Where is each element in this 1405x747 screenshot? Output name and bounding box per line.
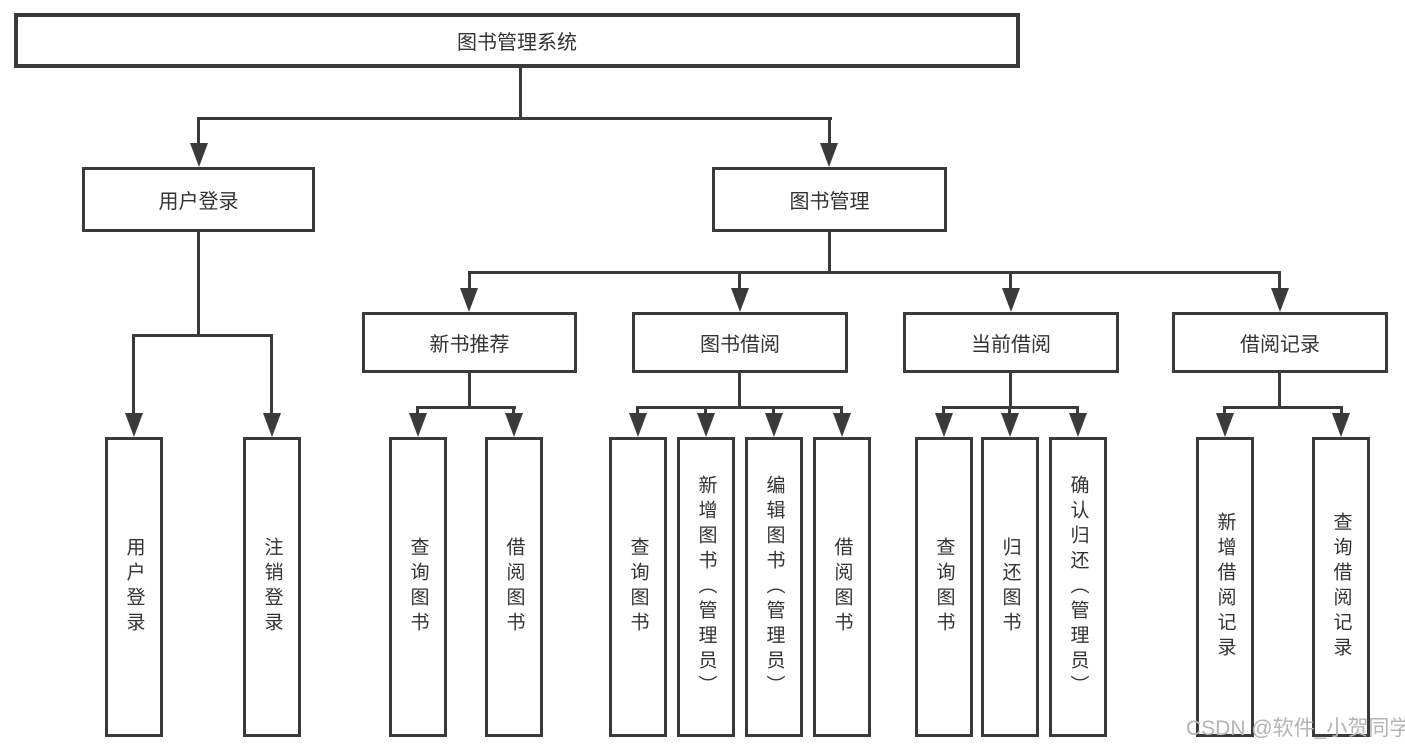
connector-line bbox=[132, 334, 273, 337]
node-leaf-add-book-admin: 新增图书（管理员） bbox=[677, 437, 735, 737]
node-label: 归还图书 bbox=[999, 537, 1021, 637]
node-borrow-record: 借阅记录 bbox=[1172, 312, 1388, 373]
node-label: 查询图书 bbox=[627, 537, 649, 637]
connector-line bbox=[636, 406, 843, 409]
connector-line bbox=[132, 336, 135, 413]
connector-line bbox=[197, 117, 832, 120]
node-leaf-edit-book-admin: 编辑图书（管理员） bbox=[745, 437, 803, 737]
node-leaf-return-book: 归还图书 bbox=[981, 437, 1039, 737]
connector-line bbox=[270, 336, 273, 413]
connector-line bbox=[828, 232, 831, 271]
node-root-library-system: 图书管理系统 bbox=[14, 13, 1020, 68]
node-label: 用户登录 bbox=[123, 537, 145, 637]
node-label: 图书管理 bbox=[789, 191, 870, 213]
connector-line bbox=[197, 119, 200, 145]
connector-line bbox=[468, 271, 1281, 274]
connector-line bbox=[468, 273, 471, 289]
arrowhead-down bbox=[629, 413, 647, 437]
node-label: 借阅图书 bbox=[503, 537, 525, 637]
connector-line bbox=[416, 408, 419, 415]
arrowhead-down bbox=[263, 413, 281, 437]
arrowhead-down bbox=[731, 288, 749, 312]
node-book-management: 图书管理 bbox=[712, 167, 947, 232]
node-current-borrow: 当前借阅 bbox=[903, 312, 1119, 373]
node-label: 查询图书 bbox=[407, 537, 429, 637]
arrowhead-down bbox=[1069, 413, 1087, 437]
arrowhead-down bbox=[765, 413, 783, 437]
node-label: 当前借阅 bbox=[971, 334, 1051, 356]
connector-line bbox=[416, 406, 516, 409]
connector-line bbox=[738, 373, 741, 406]
arrowhead-down bbox=[409, 413, 427, 437]
connector-line bbox=[1278, 273, 1281, 289]
node-label: 编辑图书（管理员） bbox=[763, 474, 785, 700]
node-label: 查询图书 bbox=[933, 537, 955, 637]
node-leaf-logout: 注销登录 bbox=[243, 437, 301, 737]
arrowhead-down bbox=[505, 413, 523, 437]
node-leaf-borrow-book-recommend: 借阅图书 bbox=[485, 437, 543, 737]
connector-line bbox=[1223, 406, 1343, 409]
connector-line bbox=[197, 232, 200, 334]
node-label: 新增借阅记录 bbox=[1214, 512, 1236, 662]
connector-line bbox=[468, 373, 471, 406]
node-label: 确认归还（管理员） bbox=[1067, 474, 1089, 700]
node-new-book-recommend: 新书推荐 bbox=[362, 312, 577, 373]
connector-line bbox=[772, 408, 775, 415]
node-leaf-user-login: 用户登录 bbox=[105, 437, 163, 737]
node-label: 注销登录 bbox=[261, 537, 283, 637]
connector-line bbox=[1223, 408, 1226, 415]
node-leaf-query-book-current: 查询图书 bbox=[915, 437, 973, 737]
arrowhead-down bbox=[697, 413, 715, 437]
connector-line bbox=[1008, 408, 1011, 415]
arrowhead-down bbox=[1001, 413, 1019, 437]
node-label: 新增图书（管理员） bbox=[695, 474, 717, 700]
node-label: 借阅图书 bbox=[831, 537, 853, 637]
node-leaf-confirm-return-admin: 确认归还（管理员） bbox=[1049, 437, 1107, 737]
node-leaf-add-borrow-record: 新增借阅记录 bbox=[1196, 437, 1254, 737]
arrowhead-down bbox=[460, 288, 478, 312]
connector-line bbox=[1278, 373, 1281, 406]
node-label: 图书借阅 bbox=[700, 334, 780, 356]
connector-line bbox=[942, 406, 1079, 409]
connector-line bbox=[636, 408, 639, 415]
node-label: 图书管理系统 bbox=[457, 32, 577, 54]
node-label: 用户登录 bbox=[158, 191, 239, 213]
watermark-text: CSDN @软件_小贺同学 bbox=[1186, 717, 1405, 740]
arrowhead-down bbox=[1002, 288, 1020, 312]
arrowhead-down bbox=[125, 413, 143, 437]
connector-line bbox=[1009, 273, 1012, 289]
arrowhead-down bbox=[833, 413, 851, 437]
connector-line bbox=[1009, 373, 1012, 406]
connector-line bbox=[512, 408, 515, 415]
node-label: 新书推荐 bbox=[429, 334, 510, 356]
node-leaf-query-borrow-record: 查询借阅记录 bbox=[1312, 437, 1370, 737]
connector-line bbox=[704, 408, 707, 415]
node-book-borrow: 图书借阅 bbox=[632, 312, 848, 373]
arrowhead-down bbox=[820, 143, 838, 167]
connector-line bbox=[840, 408, 843, 415]
node-leaf-borrow-book: 借阅图书 bbox=[813, 437, 871, 737]
node-leaf-query-book-recommend: 查询图书 bbox=[389, 437, 447, 737]
node-leaf-query-book-borrow: 查询图书 bbox=[609, 437, 667, 737]
connector-line bbox=[942, 408, 945, 415]
arrowhead-down bbox=[190, 143, 208, 167]
node-label: 查询借阅记录 bbox=[1330, 512, 1352, 662]
connector-line bbox=[519, 68, 522, 118]
connector-line bbox=[1340, 408, 1343, 415]
arrowhead-down bbox=[935, 413, 953, 437]
arrowhead-down bbox=[1216, 413, 1234, 437]
arrowhead-down bbox=[1332, 413, 1350, 437]
arrowhead-down bbox=[1271, 288, 1289, 312]
connector-line bbox=[828, 119, 831, 145]
connector-line bbox=[738, 273, 741, 289]
node-label: 借阅记录 bbox=[1240, 334, 1320, 356]
node-user-login: 用户登录 bbox=[82, 167, 315, 232]
connector-line bbox=[1076, 408, 1079, 415]
